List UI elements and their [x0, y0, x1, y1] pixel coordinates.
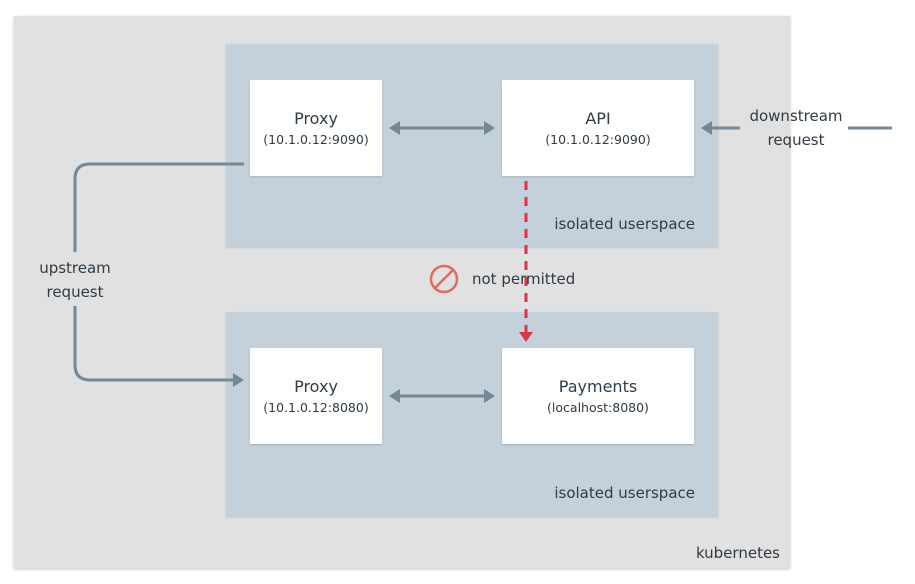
downstream-label: downstream request — [745, 104, 847, 152]
api-name: API — [585, 109, 611, 128]
prohibited-icon — [429, 264, 459, 294]
payments-name: Payments — [558, 377, 638, 396]
downstream-label-line2: request — [767, 131, 825, 149]
userspace-label-top: isolated userspace — [554, 215, 695, 233]
proxy-address: (10.1.0.12:8080) — [263, 400, 369, 415]
upstream-label-line2: request — [46, 283, 104, 301]
payments-box: Payments (localhost:8080) — [502, 348, 694, 444]
bidirectional-arrow-bottom — [389, 389, 495, 403]
proxy-box-top: Proxy (10.1.0.12:9090) — [250, 80, 382, 176]
downstream-label-line1: downstream — [749, 107, 843, 125]
api-address: (10.1.0.12:9090) — [545, 132, 651, 147]
userspace-label-bottom: isolated userspace — [554, 484, 695, 502]
upstream-label-line1: upstream — [39, 259, 111, 277]
upstream-label: upstream request — [30, 256, 120, 304]
upstream-arrow — [73, 162, 244, 387]
bidirectional-arrow-top — [389, 121, 495, 135]
proxy-name: Proxy — [294, 377, 338, 396]
proxy-address: (10.1.0.12:9090) — [263, 132, 369, 147]
downstream-arrow — [701, 121, 892, 135]
proxy-box-bottom: Proxy (10.1.0.12:8080) — [250, 348, 382, 444]
kubernetes-label: kubernetes — [695, 544, 780, 562]
api-box: API (10.1.0.12:9090) — [502, 80, 694, 176]
proxy-name: Proxy — [294, 109, 338, 128]
blocked-arrow — [519, 181, 533, 342]
payments-address: (localhost:8080) — [547, 400, 649, 415]
not-permitted-label: not permitted — [472, 270, 576, 288]
